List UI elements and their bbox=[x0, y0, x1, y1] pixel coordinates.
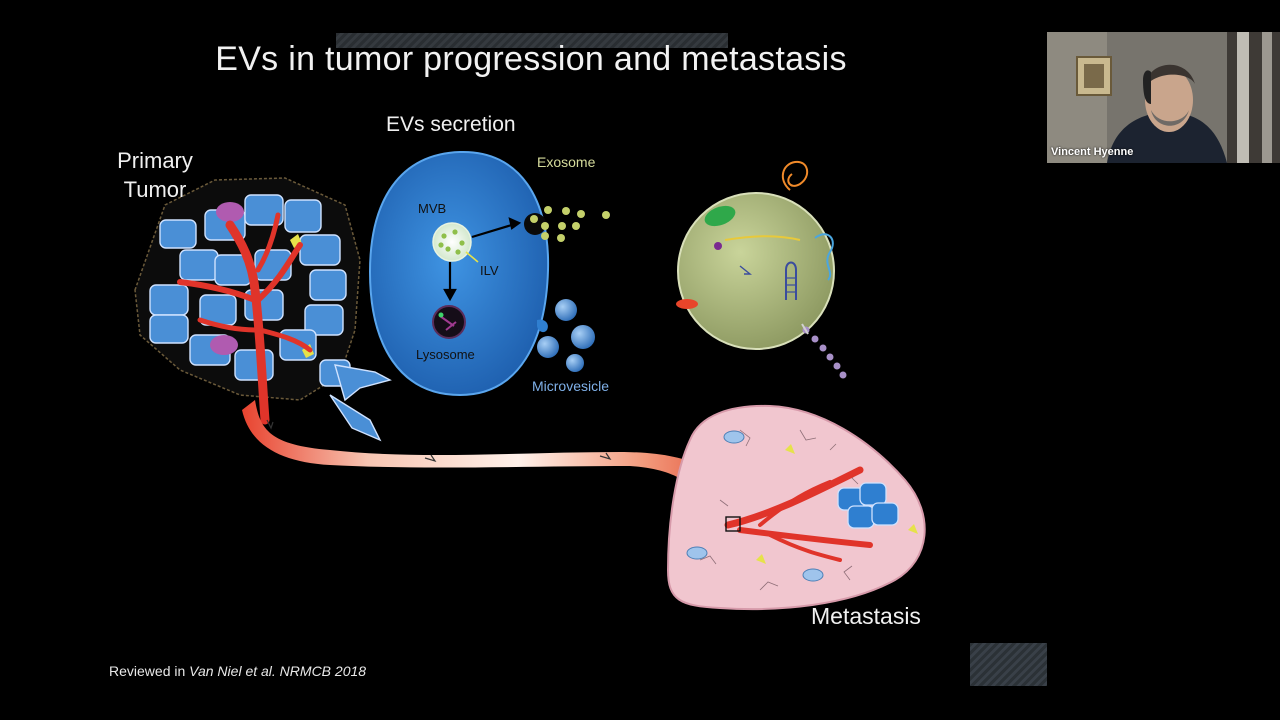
citation-prefix: Reviewed in bbox=[109, 663, 190, 679]
participant-name: Vincent Hyenne bbox=[1051, 146, 1134, 158]
speaker-video-frame bbox=[1047, 32, 1280, 163]
lysosome-label: Lysosome bbox=[416, 347, 475, 362]
blood-vessel bbox=[242, 400, 745, 532]
primary-tumor-illustration bbox=[134, 177, 392, 442]
ilv-label: ILV bbox=[480, 263, 499, 278]
citation-reference: Van Niel et al. NRMCB 2018 bbox=[189, 663, 367, 679]
exosome-label: Exosome bbox=[537, 154, 596, 170]
primary-tumor-label: Primary Tumor bbox=[100, 146, 210, 204]
exosome-dots bbox=[530, 206, 610, 242]
mvb-label: MVB bbox=[418, 201, 447, 216]
primary-tumor-label-text: Primary Tumor bbox=[117, 148, 193, 202]
ev-secretion-label: EVs secretion bbox=[386, 113, 516, 136]
corner-overlay-box bbox=[970, 643, 1047, 686]
top-banner-overlay bbox=[336, 33, 728, 48]
microvesicle-spheres bbox=[537, 299, 595, 372]
metastasis-illustration bbox=[666, 404, 926, 611]
ev-structure-illustration bbox=[676, 160, 847, 379]
microvesicle-label: Microvesicle bbox=[532, 378, 610, 394]
citation: Reviewed in Van Niel et al. NRMCB 2018 bbox=[109, 663, 366, 679]
metastasis-label: Metastasis bbox=[811, 603, 921, 629]
secreting-cell-illustration bbox=[368, 150, 550, 397]
slide-title: EVs in tumor progression and metastasis bbox=[215, 40, 847, 78]
participant-video-tile[interactable]: Vincent Hyenne bbox=[1047, 32, 1280, 163]
